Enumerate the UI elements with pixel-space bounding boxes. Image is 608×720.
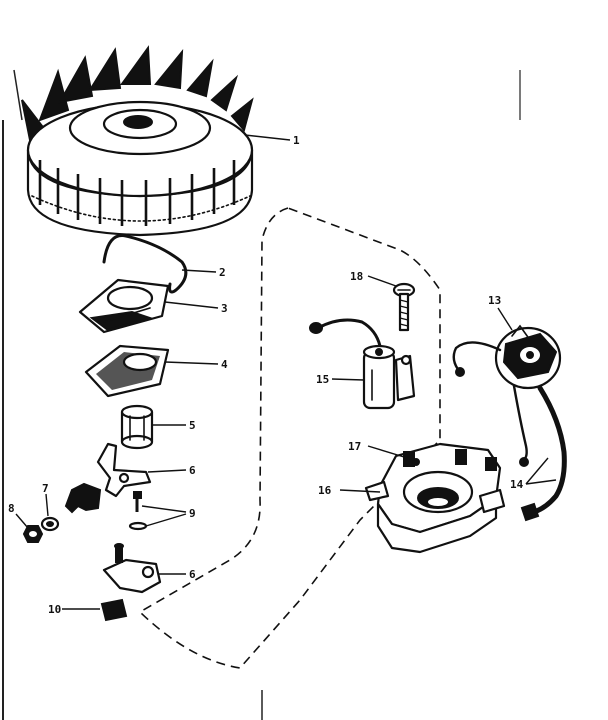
scan-edge-tick — [13, 69, 23, 121]
callout-6a: 6 — [189, 464, 196, 477]
callout-15: 15 — [316, 373, 329, 386]
callout-4: 4 — [221, 358, 228, 371]
callout-7: 7 — [42, 482, 49, 495]
primary-terminal — [519, 457, 529, 467]
leader-18 — [367, 275, 397, 287]
condenser-screw — [392, 282, 416, 332]
leader-1 — [244, 134, 291, 141]
dashed-assembly-outline — [138, 207, 441, 669]
screw — [133, 491, 142, 512]
leader-14b — [525, 479, 557, 485]
callout-3: 3 — [221, 302, 228, 315]
dust-cover — [78, 278, 170, 334]
breaker-cam — [120, 404, 154, 450]
breaker-plate — [102, 543, 162, 594]
leader-9a — [141, 505, 187, 513]
gasket — [84, 344, 170, 398]
callout-8: 8 — [8, 502, 15, 515]
callout-9: 9 — [189, 507, 196, 520]
breaker-arm — [96, 442, 152, 498]
leader-2 — [181, 269, 217, 273]
callout-13: 13 — [488, 294, 501, 307]
washer — [40, 516, 60, 532]
ignition-coil — [494, 324, 562, 390]
leader-4 — [164, 361, 219, 365]
leader-7 — [45, 493, 49, 517]
callout-1: 1 — [293, 134, 300, 147]
leader-13 — [497, 307, 513, 331]
callout-5: 5 — [189, 419, 196, 432]
breaker-box — [364, 442, 506, 554]
leader-16 — [339, 489, 381, 493]
hex-nut — [22, 525, 44, 543]
felt-wick — [100, 598, 128, 622]
callout-2: 2 — [219, 266, 226, 279]
leader-15 — [331, 378, 365, 381]
high-tension-lead — [531, 385, 567, 515]
callout-14: 14 — [510, 478, 524, 491]
leader-6a — [147, 469, 187, 473]
flywheel — [21, 45, 254, 237]
coil-ground-wire — [452, 341, 502, 374]
leader-17 — [367, 445, 415, 461]
small-washer — [128, 521, 148, 531]
leader-3 — [164, 301, 219, 309]
leader-9b — [145, 513, 187, 527]
callout-6b: 6 — [189, 568, 196, 581]
callout-16: 16 — [318, 484, 332, 497]
condenser — [309, 318, 416, 410]
callout-17: 17 — [348, 440, 361, 453]
contact-bracket — [64, 482, 102, 514]
coil-primary-wire — [512, 384, 528, 462]
leader-8 — [15, 513, 29, 529]
callout-18: 18 — [350, 270, 363, 283]
spring-clip — [102, 234, 188, 294]
leader-14a — [525, 457, 549, 485]
lead-terminal — [520, 502, 540, 522]
callout-10: 10 — [48, 603, 61, 616]
ground-terminal — [455, 367, 465, 377]
